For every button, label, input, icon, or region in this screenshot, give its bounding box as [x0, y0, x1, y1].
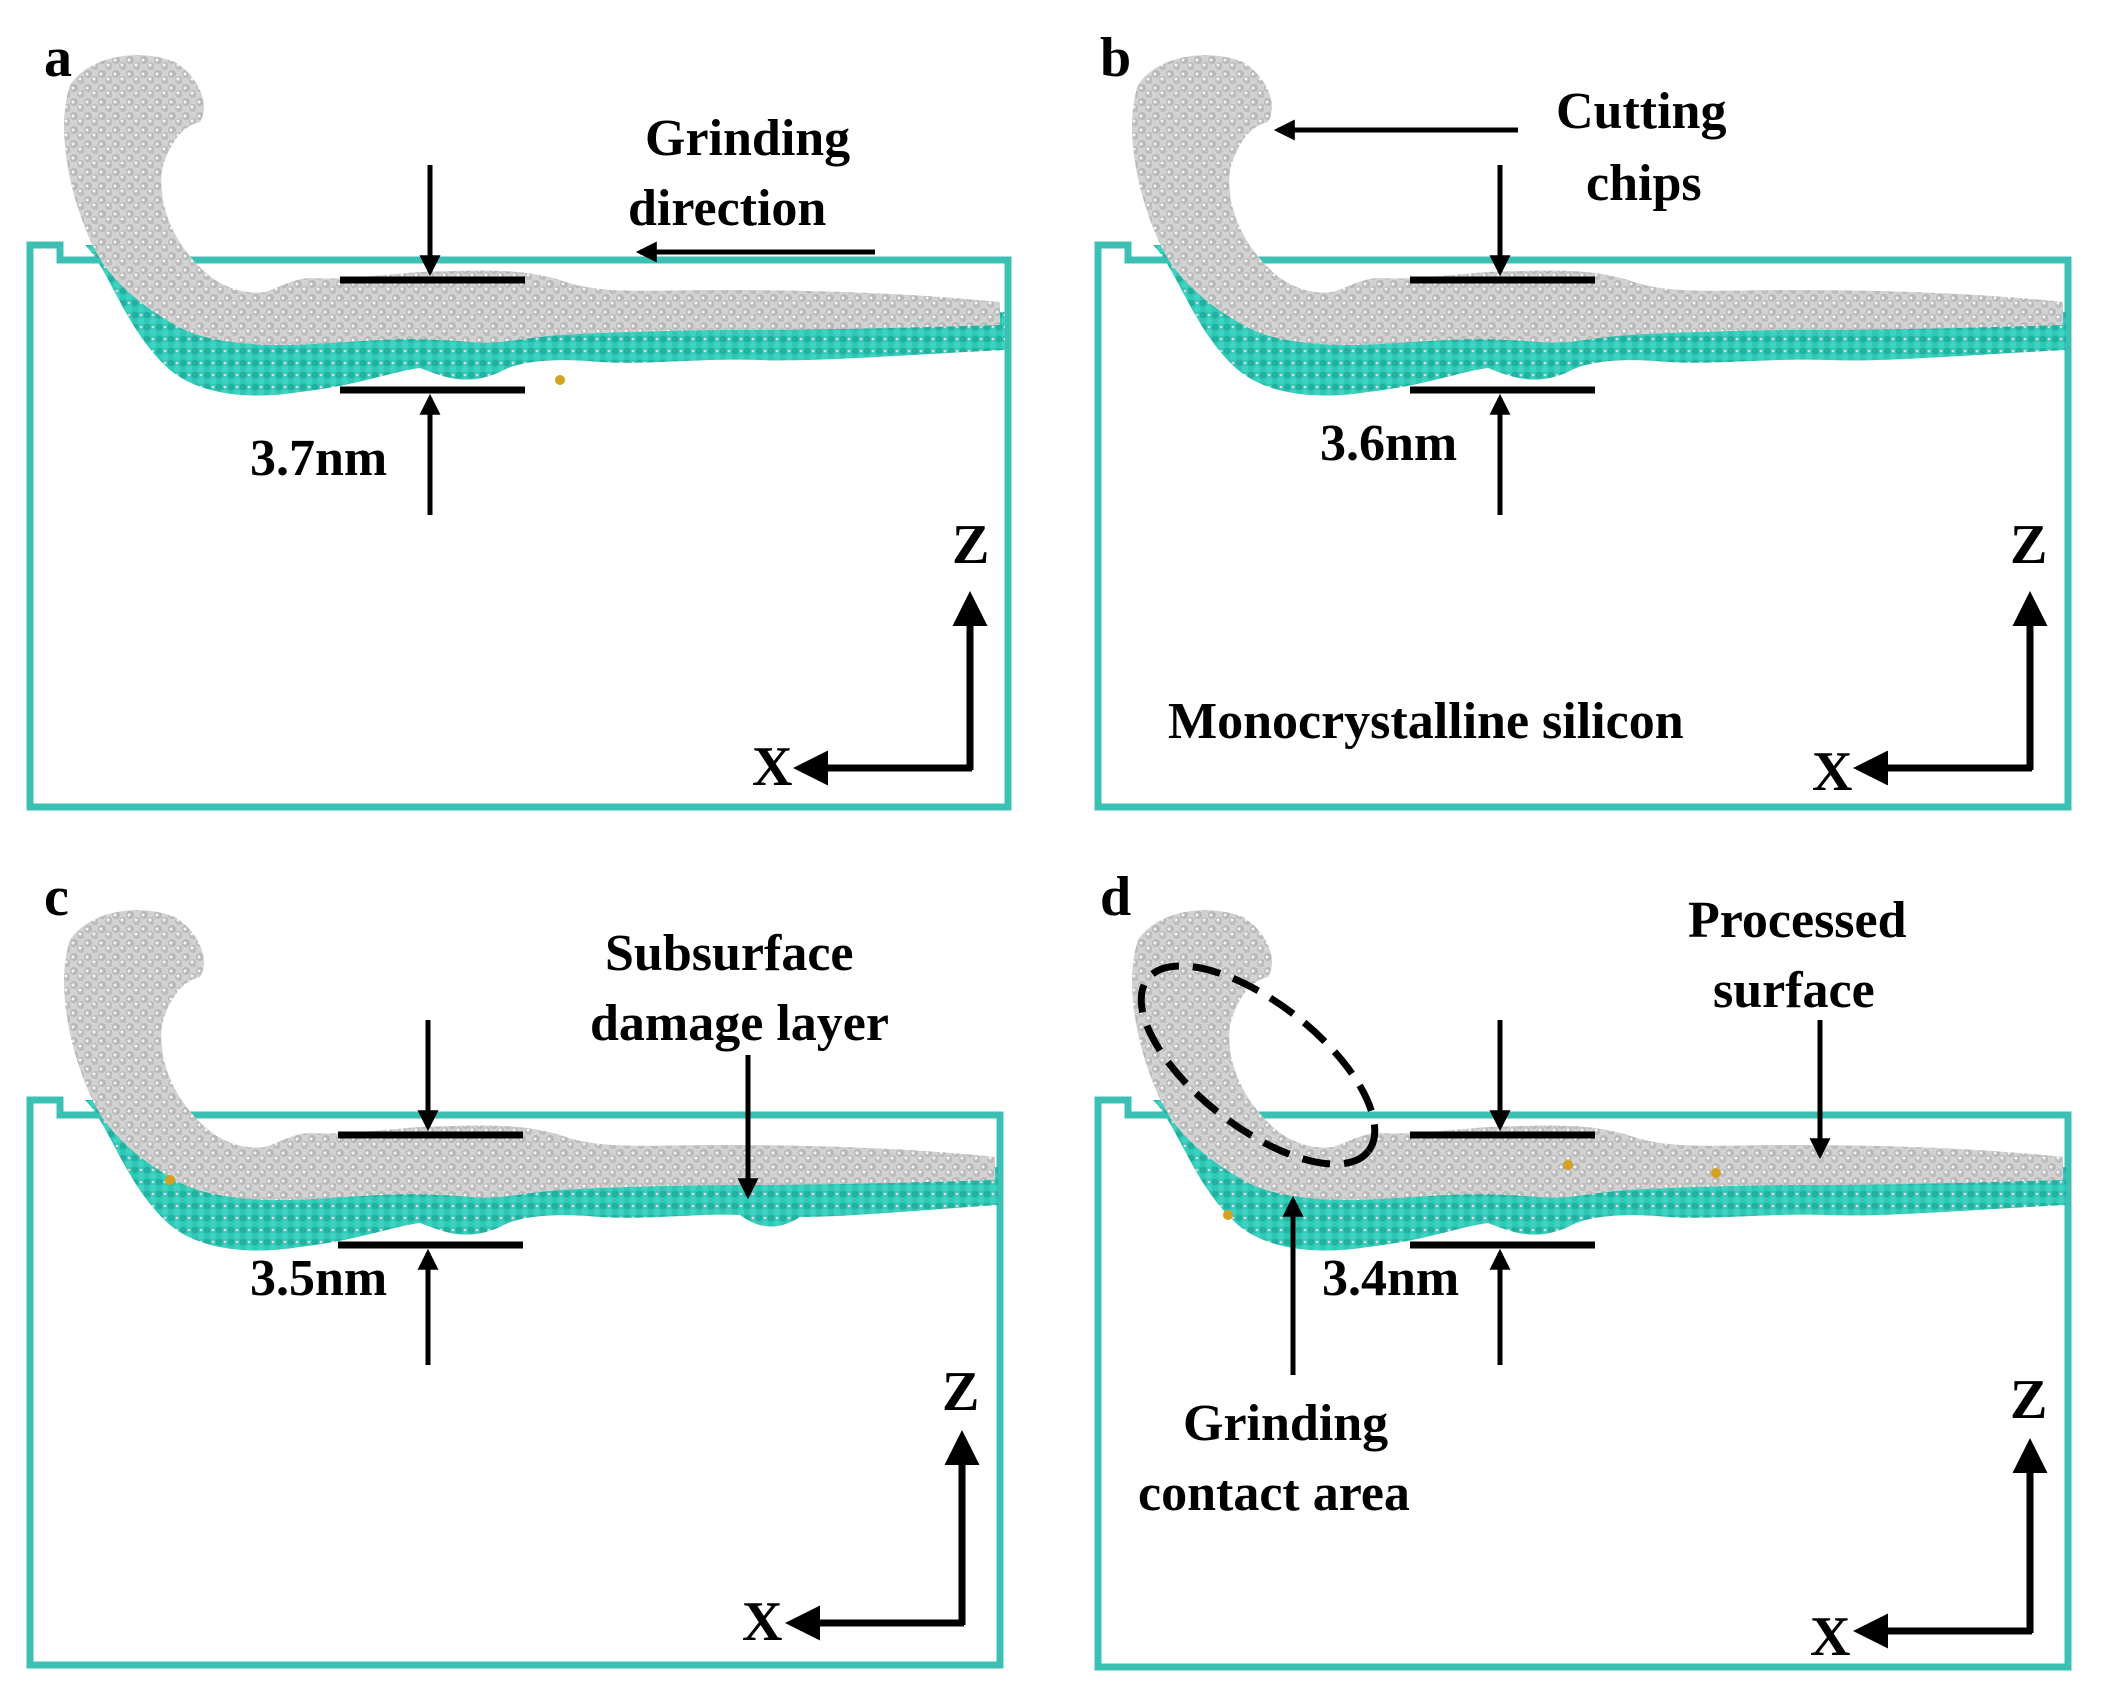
panel-d: d Grinding contact area 3.4nm Processed …	[1094, 866, 2072, 1671]
cutting-chip	[1132, 55, 2063, 346]
contact-area-label-1: Grinding	[1183, 1395, 1388, 1452]
panel-letter: b	[1100, 27, 1131, 89]
defect-atom	[1711, 1168, 1721, 1178]
defect-atom	[1223, 1210, 1233, 1220]
subsurface-label-2: damage layer	[590, 995, 889, 1052]
cutting-chip	[64, 910, 995, 1200]
panel-c: c 3.5nm Subsurface damage layer Z X	[26, 866, 1004, 1669]
panel-letter: a	[44, 27, 72, 89]
substrate-outline	[26, 1096, 1004, 1669]
cutting-chips-label-1: Cutting	[1556, 83, 1726, 140]
axis-z-label: Z	[942, 1361, 979, 1423]
substrate-outline	[1094, 1096, 2072, 1671]
subsurface-label-1: Subsurface	[605, 925, 853, 982]
axis-z-label: Z	[952, 514, 989, 576]
substrate-outline	[26, 241, 1012, 811]
defect-atom	[555, 375, 565, 385]
grinding-direction-label-1: Grinding	[645, 110, 850, 167]
axis-x-label: X	[752, 736, 792, 798]
processed-surface-label-2: surface	[1713, 962, 1875, 1019]
axis-x-label: X	[1812, 741, 1852, 803]
substrate-outline	[1094, 241, 2072, 811]
defect-atom	[165, 1175, 175, 1185]
axis-z-label: Z	[2010, 514, 2047, 576]
axis-x-label: X	[742, 1591, 782, 1653]
axis-z-label: Z	[2010, 1369, 2047, 1431]
panel-letter: d	[1100, 866, 1131, 928]
cutting-chip	[64, 55, 1000, 346]
material-label: Monocrystalline silicon	[1168, 693, 1684, 750]
thickness-label: 3.5nm	[250, 1250, 387, 1307]
contact-area-ellipse	[1137, 962, 1379, 1168]
panel-letter: c	[44, 866, 69, 928]
panel-a: a 3.7nm Grinding direction Z X	[26, 27, 1012, 811]
processed-surface-label-1: Processed	[1688, 892, 1907, 949]
cutting-chips-label-2: chips	[1586, 155, 1702, 212]
cutting-chip	[1132, 910, 2063, 1200]
defect-atom	[1563, 1160, 1573, 1170]
panel-b: b 3.6nm Cutting chips Monocrystalline si…	[1094, 27, 2072, 811]
contact-area-label-2: contact area	[1138, 1465, 1410, 1522]
thickness-label: 3.6nm	[1320, 415, 1457, 472]
grinding-direction-label-2: direction	[628, 180, 826, 237]
thickness-label: 3.7nm	[250, 430, 387, 487]
axis-x-label: X	[1810, 1606, 1850, 1668]
thickness-label: 3.4nm	[1322, 1250, 1459, 1307]
